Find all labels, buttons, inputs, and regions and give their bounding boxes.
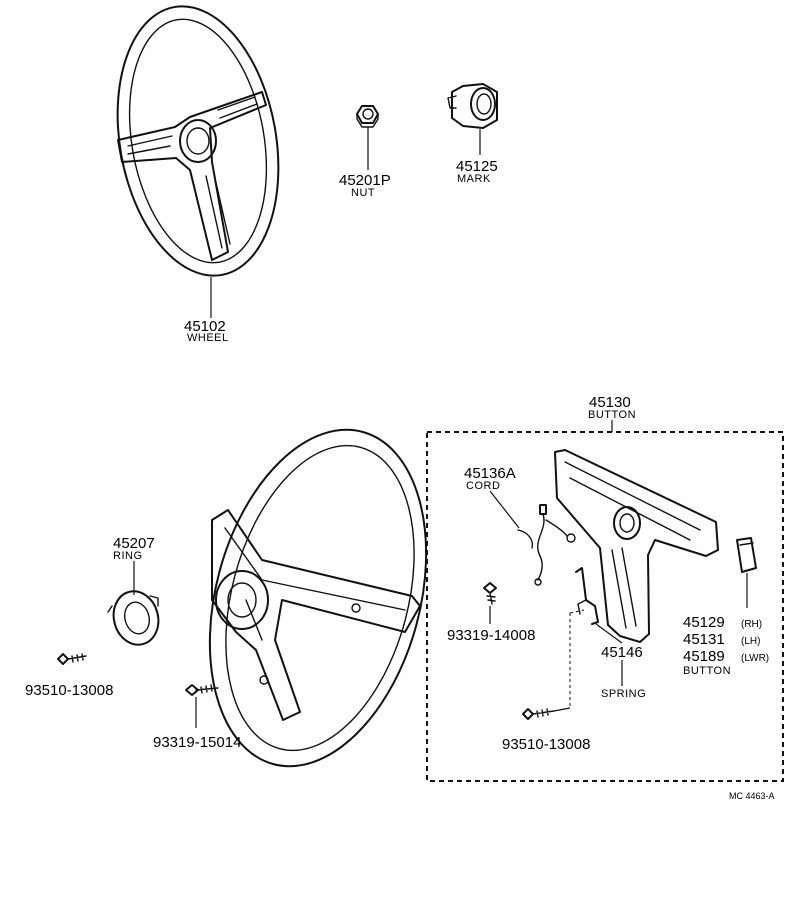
nut-part-number: 45201P bbox=[339, 172, 391, 189]
side-button-part-name: BUTTON bbox=[683, 665, 731, 677]
button-lh-number: 45131 bbox=[683, 631, 725, 648]
screw-a-drawing bbox=[483, 582, 497, 605]
screw-right-part-number: 93510-13008 bbox=[502, 736, 590, 753]
screw-right-leader bbox=[553, 707, 571, 712]
screw-right-drawing bbox=[522, 708, 555, 720]
mark-drawing bbox=[447, 83, 498, 129]
wheel-bottom-drawing bbox=[208, 428, 428, 768]
spring-leader bbox=[595, 623, 623, 644]
screw-a-part-number: 93319-14008 bbox=[447, 627, 535, 644]
ring-part-number: 45207 bbox=[113, 535, 155, 552]
screw-bottom-part-number: 93319-15014 bbox=[153, 734, 241, 751]
ring-part-name: RING bbox=[113, 550, 143, 562]
diagram-code: MC 4463-A bbox=[729, 791, 775, 801]
button-rh-number: 45129 bbox=[683, 614, 725, 631]
horn-pad-drawing bbox=[554, 449, 719, 643]
screw-left-part-number: 93510-13008 bbox=[25, 682, 113, 699]
spring-part-name: SPRING bbox=[601, 688, 646, 700]
side-button-drawing bbox=[736, 537, 757, 573]
wheel-top-drawing bbox=[116, 5, 280, 277]
cord-leader bbox=[489, 490, 520, 529]
wheel-part-name: WHEEL bbox=[187, 332, 229, 344]
screw-left-drawing bbox=[57, 653, 87, 665]
button-assy-part-name: BUTTON bbox=[588, 409, 636, 421]
cord-part-name: CORD bbox=[466, 480, 500, 492]
button-lh-suffix: (LH) bbox=[741, 636, 760, 647]
nut-part-name: NUT bbox=[351, 187, 375, 199]
spring-part-number: 45146 bbox=[601, 644, 643, 661]
cord-drawing bbox=[517, 504, 576, 586]
wheel-part-number: 45102 bbox=[184, 318, 226, 335]
button-lwr-number: 45189 bbox=[683, 648, 725, 665]
ring-drawing bbox=[107, 590, 160, 646]
spring-drawing bbox=[575, 567, 599, 625]
mark-part-number: 45125 bbox=[456, 158, 498, 175]
nut-drawing bbox=[356, 105, 379, 128]
button-lwr-suffix: (LWR) bbox=[741, 653, 769, 664]
button-rh-suffix: (RH) bbox=[741, 619, 762, 630]
cord-part-number: 45136A bbox=[464, 465, 516, 482]
mark-part-name: MARK bbox=[457, 173, 491, 185]
screw-bottom-drawing bbox=[185, 684, 219, 696]
assembly-guide-top bbox=[569, 609, 585, 614]
button-assy-boundary bbox=[426, 431, 784, 782]
button-assy-part-number: 45130 bbox=[589, 394, 631, 411]
